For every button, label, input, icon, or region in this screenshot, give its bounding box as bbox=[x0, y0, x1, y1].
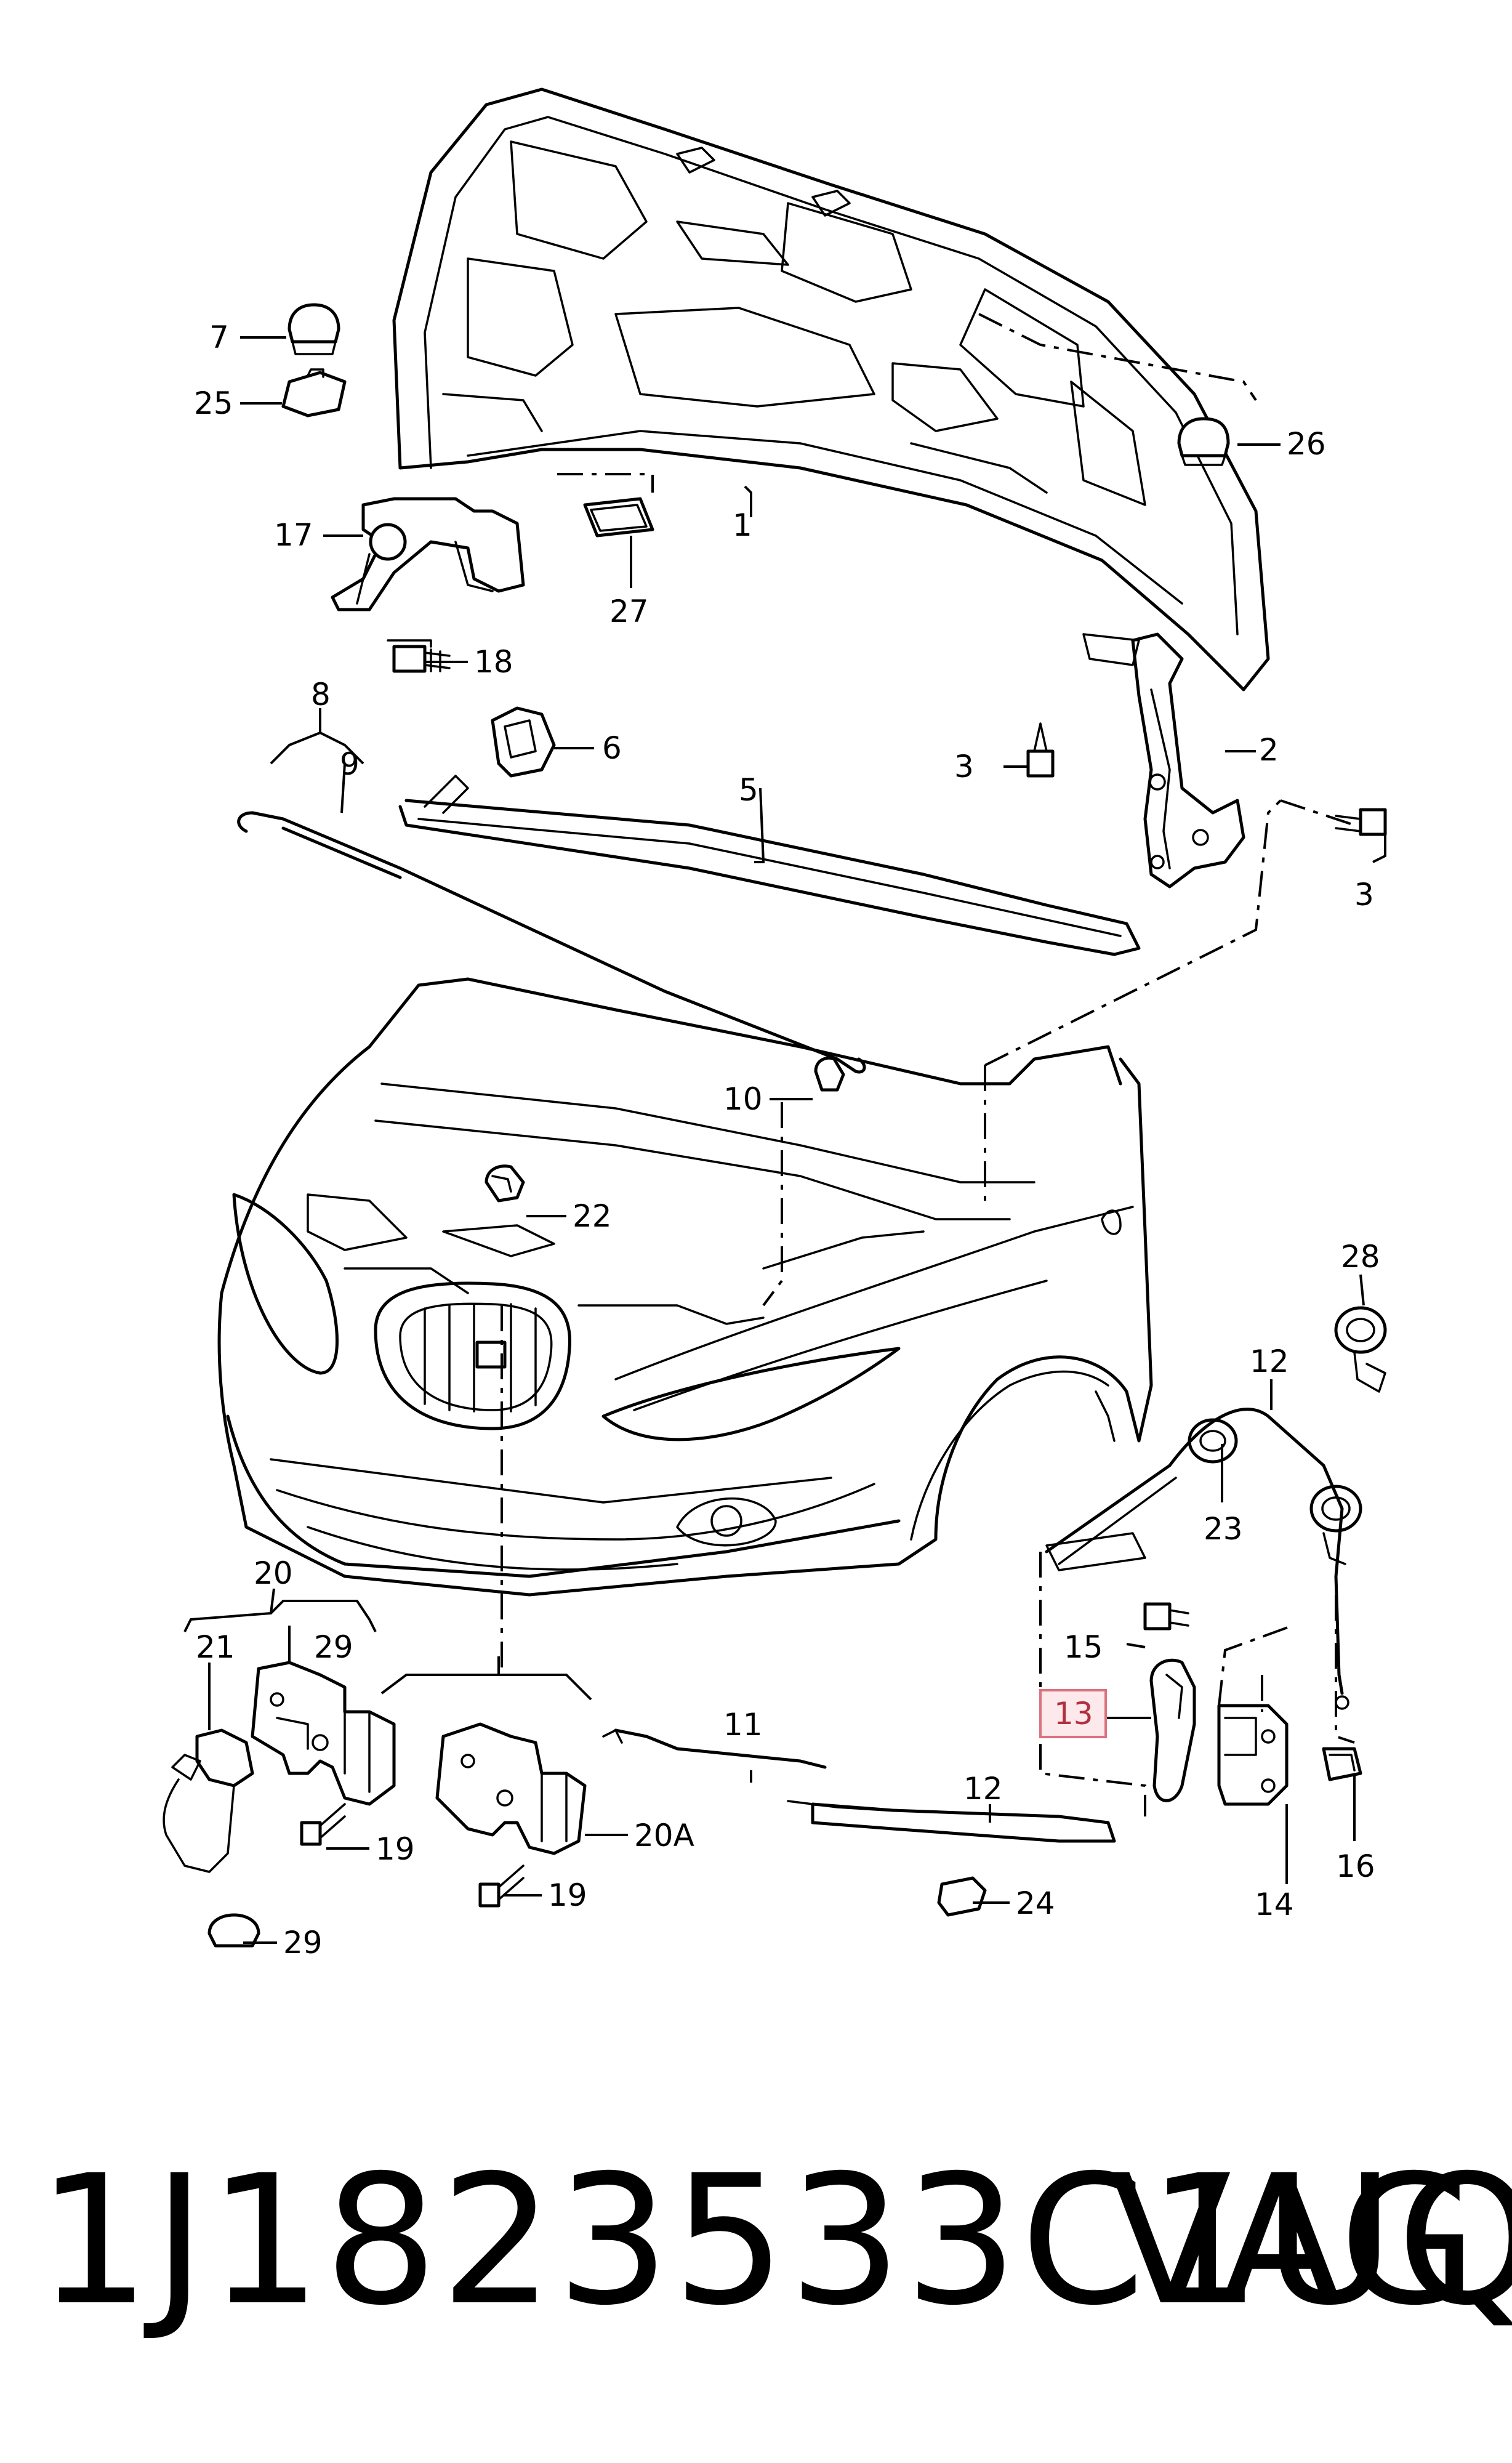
rubber-cap bbox=[1177, 417, 1230, 466]
lock-sensor bbox=[163, 1728, 254, 1873]
callout-3-hinge-right: 3 bbox=[1354, 877, 1374, 913]
callout-12-upper: 12 bbox=[1250, 1344, 1289, 1379]
callout-28: 28 bbox=[1341, 1239, 1380, 1275]
callout-10: 10 bbox=[723, 1081, 763, 1117]
release-cable bbox=[602, 1408, 1349, 1843]
callout-16: 16 bbox=[1336, 1848, 1375, 1884]
callout-23: 23 bbox=[1204, 1511, 1243, 1547]
part-number: 1J1823533C1UQ bbox=[37, 2137, 1512, 2345]
hood-lock bbox=[251, 1661, 396, 1806]
callout-22: 22 bbox=[573, 1198, 612, 1234]
screw bbox=[1143, 1602, 1189, 1631]
callout-labels: 7 25 26 17 1 27 18 8 9 6 2 3 5 3 10 22 2… bbox=[194, 320, 1380, 1961]
clamp bbox=[485, 1164, 525, 1203]
assembly-lines bbox=[501, 313, 1355, 1816]
hinge-bolt bbox=[1026, 722, 1055, 778]
brand: VAG bbox=[1109, 2137, 1478, 2345]
callout-19-right: 19 bbox=[548, 1877, 587, 1913]
hood-buffer bbox=[288, 303, 340, 355]
callout-29-upper: 29 bbox=[314, 1629, 353, 1665]
callout-27: 27 bbox=[609, 594, 649, 629]
callout-26: 26 bbox=[1287, 426, 1326, 462]
callout-20: 20 bbox=[254, 1555, 293, 1591]
handle-housing bbox=[1217, 1704, 1289, 1806]
lock-bolt bbox=[478, 1864, 525, 1908]
hood-lock-20a bbox=[435, 1722, 587, 1855]
hood-seal bbox=[398, 775, 1141, 956]
callout-29-lower: 29 bbox=[283, 1925, 323, 1961]
callout-7: 7 bbox=[209, 320, 229, 355]
car-body bbox=[217, 977, 1153, 1597]
callout-19-left: 19 bbox=[376, 1831, 415, 1867]
leader-lines bbox=[183, 336, 1386, 1944]
plug bbox=[207, 1913, 260, 1948]
callout-24: 24 bbox=[1016, 1885, 1055, 1921]
gasket-frame bbox=[583, 497, 654, 538]
callout-15: 15 bbox=[1064, 1629, 1103, 1665]
retaining-clip bbox=[1322, 1747, 1362, 1781]
highlighted-callout-box bbox=[1039, 1689, 1107, 1738]
bolt bbox=[387, 639, 451, 673]
callout-6: 6 bbox=[602, 730, 622, 766]
prop-rod bbox=[237, 811, 866, 1074]
cable-clip bbox=[937, 1876, 987, 1917]
bracket bbox=[491, 706, 556, 778]
hood-panel bbox=[392, 87, 1270, 691]
clip bbox=[814, 1056, 845, 1092]
callout-17: 17 bbox=[274, 517, 313, 553]
cable-grommet bbox=[1188, 1418, 1238, 1464]
footer: 1J1823533C1UQ VAG bbox=[37, 2130, 1512, 2352]
cable-grommet bbox=[1309, 1485, 1362, 1565]
callout-9: 9 bbox=[340, 746, 360, 782]
callout-25: 25 bbox=[194, 385, 233, 421]
grommet bbox=[1334, 1306, 1387, 1393]
callout-11: 11 bbox=[723, 1707, 763, 1743]
callout-12-lower: 12 bbox=[963, 1771, 1003, 1807]
callout-20a: 20A bbox=[634, 1818, 694, 1853]
grille bbox=[374, 1281, 572, 1430]
release-handle bbox=[1149, 1658, 1196, 1802]
lock-striker bbox=[331, 497, 525, 611]
hood-seal-block bbox=[281, 368, 347, 417]
callout-1: 1 bbox=[733, 507, 752, 543]
callout-18: 18 bbox=[474, 644, 513, 680]
callout-5: 5 bbox=[739, 772, 758, 808]
callout-13-highlighted: 13 bbox=[1054, 1696, 1093, 1731]
hood-hinge bbox=[1082, 632, 1245, 889]
callout-2: 2 bbox=[1259, 732, 1279, 768]
callout-14: 14 bbox=[1255, 1887, 1294, 1922]
callout-21: 21 bbox=[196, 1629, 235, 1665]
callout-8: 8 bbox=[311, 677, 331, 712]
callout-3-hinge-left: 3 bbox=[954, 749, 974, 784]
lock-bolt bbox=[300, 1803, 346, 1846]
